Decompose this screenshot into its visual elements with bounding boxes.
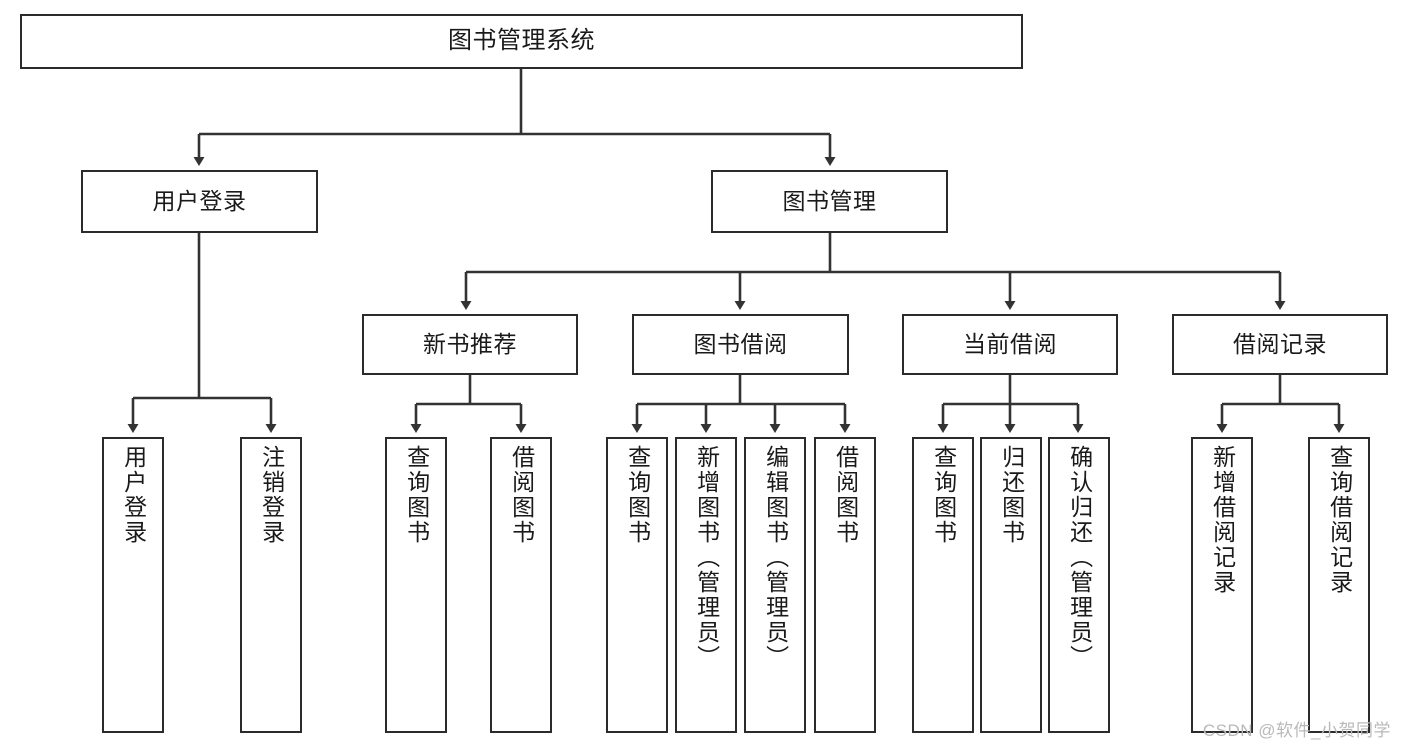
leaf-borrow-edit-book-admin[interactable]: 编辑图书（管理员） xyxy=(744,437,806,733)
node-label: 注销登录 xyxy=(258,445,285,545)
leaf-record-query-record[interactable]: 查询借阅记录 xyxy=(1308,437,1370,733)
leaf-recommend-query-book[interactable]: 查询图书 xyxy=(385,437,447,733)
node-label: 新书推荐 xyxy=(423,330,517,357)
node-label: 新增图书（管理员） xyxy=(693,445,720,670)
node-label: 借阅记录 xyxy=(1233,330,1327,357)
leaf-current-confirm-return-admin[interactable]: 确认归还（管理员） xyxy=(1048,437,1110,733)
node-label: 查询图书 xyxy=(403,445,430,545)
leaf-borrow-borrow-book[interactable]: 借阅图书 xyxy=(814,437,876,733)
node-label: 新增借阅记录 xyxy=(1209,445,1236,595)
node-label: 借阅图书 xyxy=(832,445,859,545)
node-book-borrow[interactable]: 图书借阅 xyxy=(632,314,849,375)
leaf-current-return-book[interactable]: 归还图书 xyxy=(980,437,1042,733)
node-label: 查询借阅记录 xyxy=(1326,445,1353,595)
node-label: 编辑图书（管理员） xyxy=(762,445,789,670)
node-current-borrow[interactable]: 当前借阅 xyxy=(902,314,1118,375)
leaf-borrow-query-book[interactable]: 查询图书 xyxy=(606,437,668,733)
watermark: CSDN @软件_小贺同学 xyxy=(1202,721,1391,740)
node-label: 借阅图书 xyxy=(508,445,535,545)
leaf-record-add-record[interactable]: 新增借阅记录 xyxy=(1191,437,1253,733)
node-book-management[interactable]: 图书管理 xyxy=(711,170,948,233)
leaf-user-login-signin[interactable]: 用户登录 xyxy=(102,437,164,733)
leaf-borrow-add-book-admin[interactable]: 新增图书（管理员） xyxy=(675,437,737,733)
node-label: 查询图书 xyxy=(624,445,651,545)
node-label: 图书管理系统 xyxy=(448,27,595,55)
leaf-current-query-book[interactable]: 查询图书 xyxy=(912,437,974,733)
node-label: 当前借阅 xyxy=(963,330,1057,357)
node-user-login[interactable]: 用户登录 xyxy=(81,170,318,233)
node-label: 确认归还（管理员） xyxy=(1066,445,1093,670)
leaf-recommend-borrow-book[interactable]: 借阅图书 xyxy=(490,437,552,733)
node-label: 用户登录 xyxy=(152,187,247,214)
node-label: 用户登录 xyxy=(120,445,147,545)
node-label: 查询图书 xyxy=(930,445,957,545)
node-label: 图书借阅 xyxy=(693,330,788,357)
node-label: 图书管理 xyxy=(782,187,877,214)
node-root-system[interactable]: 图书管理系统 xyxy=(20,14,1023,69)
leaf-user-login-signout[interactable]: 注销登录 xyxy=(240,437,302,733)
node-new-book-recommend[interactable]: 新书推荐 xyxy=(362,314,578,375)
node-borrow-record[interactable]: 借阅记录 xyxy=(1172,314,1388,375)
node-label: 归还图书 xyxy=(998,445,1025,545)
